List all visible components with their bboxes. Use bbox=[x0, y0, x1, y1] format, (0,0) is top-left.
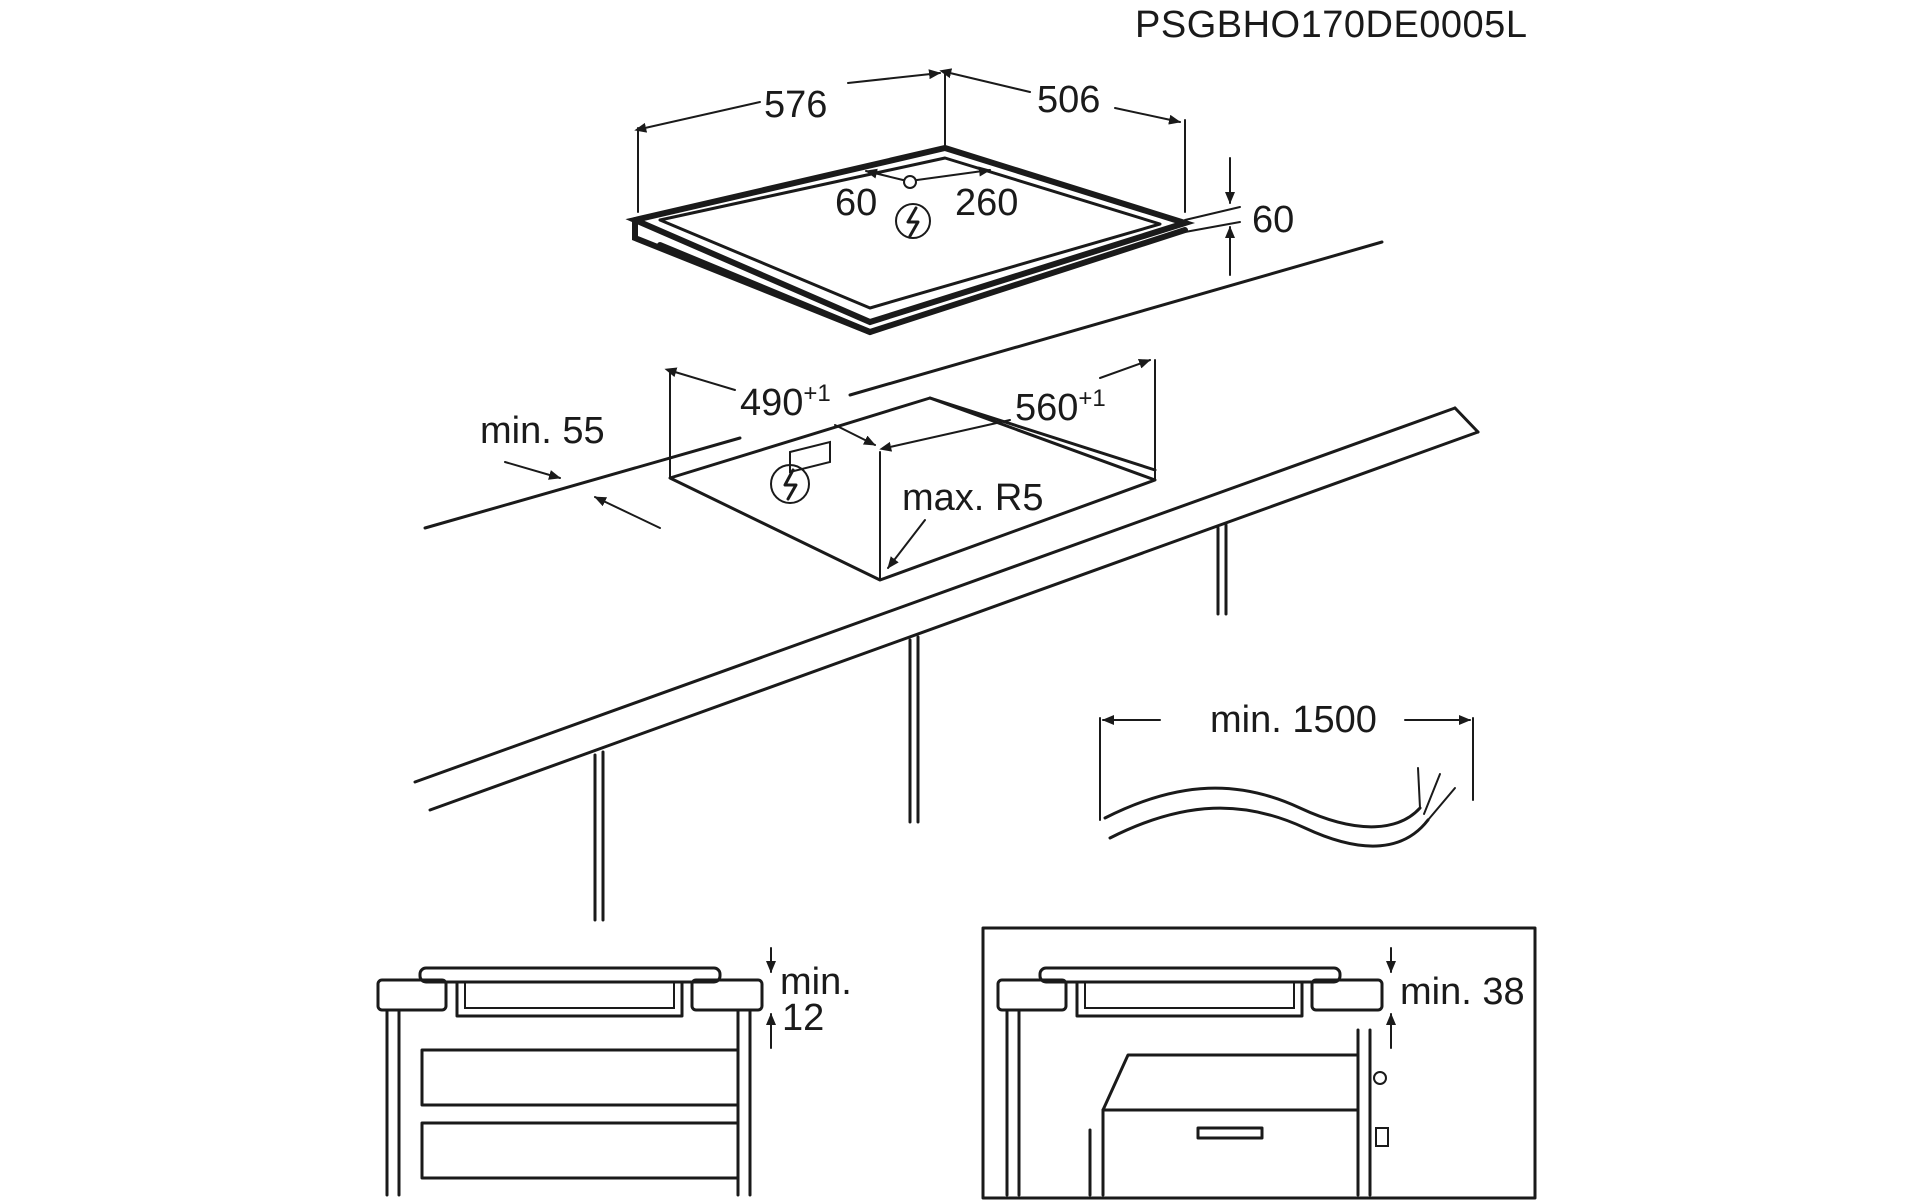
dim-hob-width-line-b bbox=[847, 69, 941, 84]
connection-offset-right-label: 260 bbox=[955, 182, 1018, 224]
cable-wire-top bbox=[1103, 786, 1422, 829]
cutout-depth-label: 490+1 bbox=[740, 380, 831, 424]
detail-right-frame bbox=[981, 926, 1537, 1200]
worktop-drawing: 490+1 560+1 min. 55 max. R5 bbox=[413, 240, 1480, 922]
detail-right-gap-label: min. 38 bbox=[1400, 971, 1525, 1013]
dim-front-margin-arrow-b bbox=[594, 496, 661, 529]
detail-left-drawer-bottom bbox=[420, 1121, 740, 1180]
hob-width-label: 576 bbox=[764, 84, 827, 126]
detail-right-worktop-left bbox=[996, 978, 1068, 1012]
cable-wire-bottom bbox=[1108, 806, 1430, 848]
detail-left-hob-body bbox=[455, 980, 684, 1018]
hob-drawing: 576 506 60 60 260 bbox=[625, 68, 1294, 336]
dim-corner-radius-arrow bbox=[887, 519, 926, 569]
dim-cutout-width-line-b bbox=[1099, 359, 1151, 379]
detail-left-worktop-right bbox=[690, 978, 764, 1012]
detail-left-hob-body-inner bbox=[464, 981, 675, 1009]
dim-hob-height-ext-top bbox=[1184, 206, 1241, 221]
electric-connection-icon bbox=[895, 203, 931, 239]
document-code: PSGBHO170DE0005L bbox=[1135, 4, 1527, 46]
dim-hob-width-line-a bbox=[634, 101, 761, 133]
cutout-corner-radius-label: max. R5 bbox=[902, 477, 1043, 519]
hob-bottom-base bbox=[657, 242, 873, 335]
cable-wire-strands bbox=[1417, 767, 1456, 821]
dim-cutout-depth-line-a bbox=[664, 367, 736, 391]
detail-right-cabinet-knob bbox=[1373, 1071, 1387, 1085]
detail-right-hob-glass bbox=[1038, 966, 1342, 984]
cutout-inner-back bbox=[928, 396, 1157, 472]
hob-top-outline bbox=[625, 144, 1196, 326]
cutout-width-label: 560+1 bbox=[1015, 385, 1106, 429]
dim-cutout-depth-line-b bbox=[834, 424, 876, 446]
hob-depth-label: 506 bbox=[1037, 79, 1100, 121]
cutout-front-margin-label: min. 55 bbox=[480, 410, 605, 452]
cabinet-legs bbox=[593, 523, 1228, 922]
detail-right-oven-top bbox=[1101, 1053, 1360, 1112]
dim-hob-height-ext-bot bbox=[1184, 221, 1241, 233]
cable-drawing: min. 1500 bbox=[1099, 699, 1474, 848]
hob-connection-point bbox=[903, 175, 917, 189]
detail-left-worktop-left bbox=[376, 978, 448, 1012]
detail-left-hob-glass bbox=[418, 966, 722, 984]
detail-left-gap-label: min. bbox=[780, 961, 852, 1003]
detail-left-gap-value: 12 bbox=[782, 997, 824, 1039]
cable-length-label: min. 1500 bbox=[1210, 699, 1377, 741]
connection-offset-left-label: 60 bbox=[835, 182, 877, 224]
dim-connection-left bbox=[865, 168, 904, 181]
detail-right-cabinet-hinge bbox=[1375, 1127, 1389, 1147]
detail-right-hob-body bbox=[1075, 980, 1304, 1018]
detail-right-worktop-right bbox=[1310, 978, 1384, 1012]
dim-hob-depth-line-b bbox=[1114, 107, 1181, 125]
worktop-back-edge-left bbox=[423, 436, 742, 530]
hob-height-label: 60 bbox=[1252, 199, 1294, 241]
dim-hob-depth-line-a bbox=[939, 68, 1031, 93]
detail-right-hob-body-inner bbox=[1084, 981, 1295, 1009]
dim-cutout-width-line-a bbox=[879, 419, 1011, 452]
worktop-front-edge-bottom bbox=[428, 430, 1480, 812]
cutout-electric-icon bbox=[770, 464, 810, 504]
hob-inner-frame bbox=[658, 156, 1162, 310]
dim-front-margin-arrow-a bbox=[504, 461, 561, 480]
dim-connection-right bbox=[916, 166, 991, 181]
detail-right-oven-handle bbox=[1196, 1126, 1264, 1140]
worktop-front-edge-top bbox=[413, 406, 1457, 784]
worktop-right-end bbox=[1453, 406, 1480, 434]
worktop-back-edge-right bbox=[848, 240, 1384, 397]
detail-left-drawer-top bbox=[420, 1048, 740, 1107]
detail-left: min. 12 bbox=[376, 947, 852, 1197]
detail-right: min. 38 bbox=[981, 926, 1537, 1200]
cutout-cable-box bbox=[789, 440, 831, 474]
